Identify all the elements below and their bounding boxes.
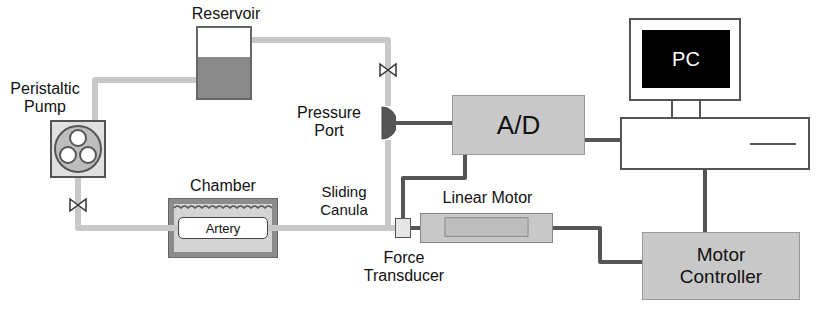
node-label: Artery — [206, 221, 241, 236]
signal-wire — [403, 155, 465, 218]
port-dome — [382, 107, 396, 139]
pump-box: Peristaltic Pump — [50, 120, 106, 178]
artery-vessel: Artery — [178, 217, 268, 239]
signal-wire — [553, 228, 642, 262]
node-label: Pressure Port — [288, 104, 370, 140]
pressure-port: Pressure Port — [380, 106, 396, 140]
reservoir-tank: Reservoir — [196, 26, 252, 100]
fluid-tube — [252, 40, 388, 106]
signal-wire — [585, 138, 620, 142]
node-label: A/D — [497, 110, 540, 140]
monitor-screen — [642, 30, 730, 88]
computer-base — [621, 118, 809, 169]
peristaltic-pump-icon — [50, 120, 106, 178]
monitor-frame — [630, 19, 740, 100]
fluid-surface — [174, 206, 272, 208]
drive-slot — [750, 143, 796, 145]
monitor-stand — [672, 100, 700, 118]
motor-detail — [421, 214, 552, 242]
signal-wire — [411, 226, 420, 230]
pc-computer: PC — [620, 18, 810, 170]
signal-wire — [396, 121, 452, 125]
pump-rotor — [55, 126, 101, 172]
fluid-tube — [78, 178, 178, 228]
pump-housing — [51, 121, 105, 177]
node-label: Reservoir — [161, 5, 291, 23]
node-label: Chamber — [158, 177, 288, 195]
linear-motor: Linear Motor — [420, 213, 553, 243]
motor-controller-box: Motor Controller — [642, 232, 800, 300]
pump-roller — [60, 147, 76, 163]
node-label: Force Transducer — [354, 249, 454, 285]
chamber-bath: ChamberArtery — [168, 198, 278, 258]
signal-wire — [703, 170, 707, 232]
node-label: Linear Motor — [411, 189, 564, 207]
fluid-tube — [268, 140, 388, 228]
node-label: PC — [642, 30, 730, 88]
valve-symbol — [70, 199, 86, 211]
fluid-tube — [268, 225, 395, 231]
node-label: Motor Controller — [657, 244, 785, 288]
valve-symbol — [380, 64, 396, 76]
node-label: Peristaltic Pump — [4, 80, 86, 116]
bath-fluid — [174, 204, 272, 252]
ad-converter-box: A/D — [452, 95, 585, 155]
force-transducer: Force Transducer — [395, 218, 411, 238]
computer-icon — [620, 18, 810, 170]
motor-stator — [445, 218, 528, 237]
pump-roller — [70, 130, 86, 146]
pressure-port-symbol — [380, 106, 396, 140]
part-label: Sliding Canula — [315, 183, 373, 219]
fluid-tube — [95, 80, 196, 120]
chamber-wall — [168, 198, 278, 258]
pump-roller — [80, 147, 96, 163]
